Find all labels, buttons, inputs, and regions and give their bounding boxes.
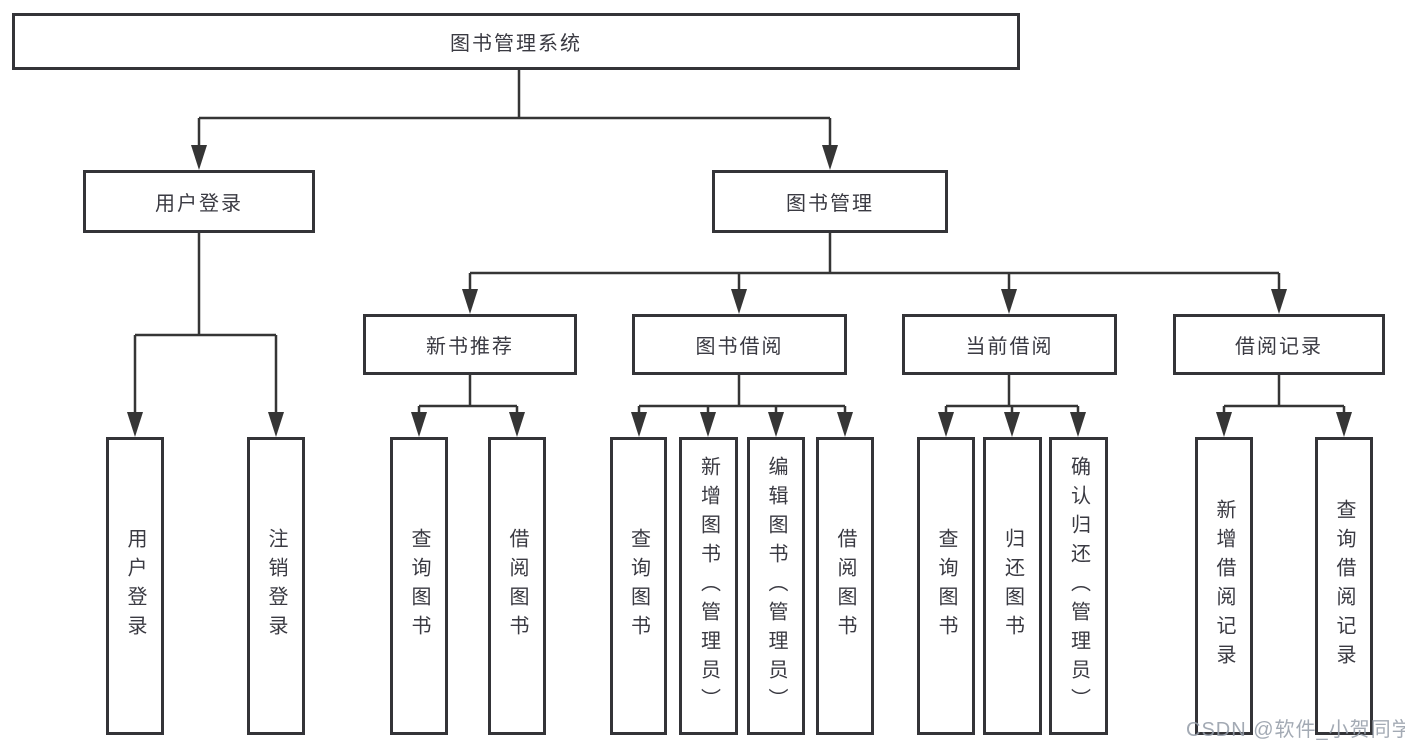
arrow-down-icon [837,412,853,437]
node-new-book-recommendation: 新书推荐 [363,314,577,375]
arrow-down-icon [1004,412,1020,437]
connector-root-to-level2 [197,70,832,150]
watermark: CSDN @软件_小贺同学 [1186,719,1405,741]
leaf-user-login: 用户登录 [106,437,164,735]
arrow-down-icon [768,412,784,437]
arrow-down-icon [1001,289,1017,314]
leaf-edit-book-admin: 编辑图书（管理员） [747,437,805,735]
arrow-down-icon [462,289,478,314]
arrow-down-icon [127,412,143,437]
arrow-down-icon [1271,289,1287,314]
leaf-add-book-admin: 新增图书（管理员） [679,437,738,735]
node-current-borrowing: 当前借阅 [902,314,1117,375]
arrow-down-icon [191,145,207,170]
leaf-query-books-current: 查询图书 [917,437,975,735]
arrow-down-icon [700,412,716,437]
arrow-down-icon [1216,412,1232,437]
leaf-borrow-books-recommend: 借阅图书 [488,437,546,735]
leaf-confirm-return-admin: 确认归还（管理员） [1049,437,1108,735]
arrow-down-icon [938,412,954,437]
arrow-down-icon [1336,412,1352,437]
leaf-add-borrow-record: 新增借阅记录 [1195,437,1253,735]
arrow-down-icon [268,412,284,437]
arrow-down-icon [509,412,525,437]
node-book-management: 图书管理 [712,170,948,233]
leaf-borrow-books: 借阅图书 [816,437,874,735]
connector-borrowing-records-children [1222,375,1346,417]
node-borrowing-records: 借阅记录 [1173,314,1385,375]
connector-book-mgmt-to-level3 [468,233,1281,294]
node-library-management-system: 图书管理系统 [12,13,1020,70]
arrow-down-icon [411,412,427,437]
node-book-borrowing: 图书借阅 [632,314,847,375]
leaf-query-books-recommend: 查询图书 [390,437,448,735]
connector-current-borrowing-children [944,375,1080,417]
arrow-down-icon [1070,412,1086,437]
arrowheads [127,145,1352,437]
connector-book-borrowing-children [637,375,847,417]
leaf-return-books: 归还图书 [983,437,1042,735]
connector-user-login-children [133,233,278,417]
arrow-down-icon [631,412,647,437]
leaf-query-borrow-record: 查询借阅记录 [1315,437,1373,735]
node-user-login: 用户登录 [83,170,315,233]
leaf-query-books-borrowing: 查询图书 [610,437,667,735]
arrow-down-icon [731,289,747,314]
connector-new-book-children [417,375,519,417]
arrow-down-icon [822,145,838,170]
leaf-logout: 注销登录 [247,437,305,735]
